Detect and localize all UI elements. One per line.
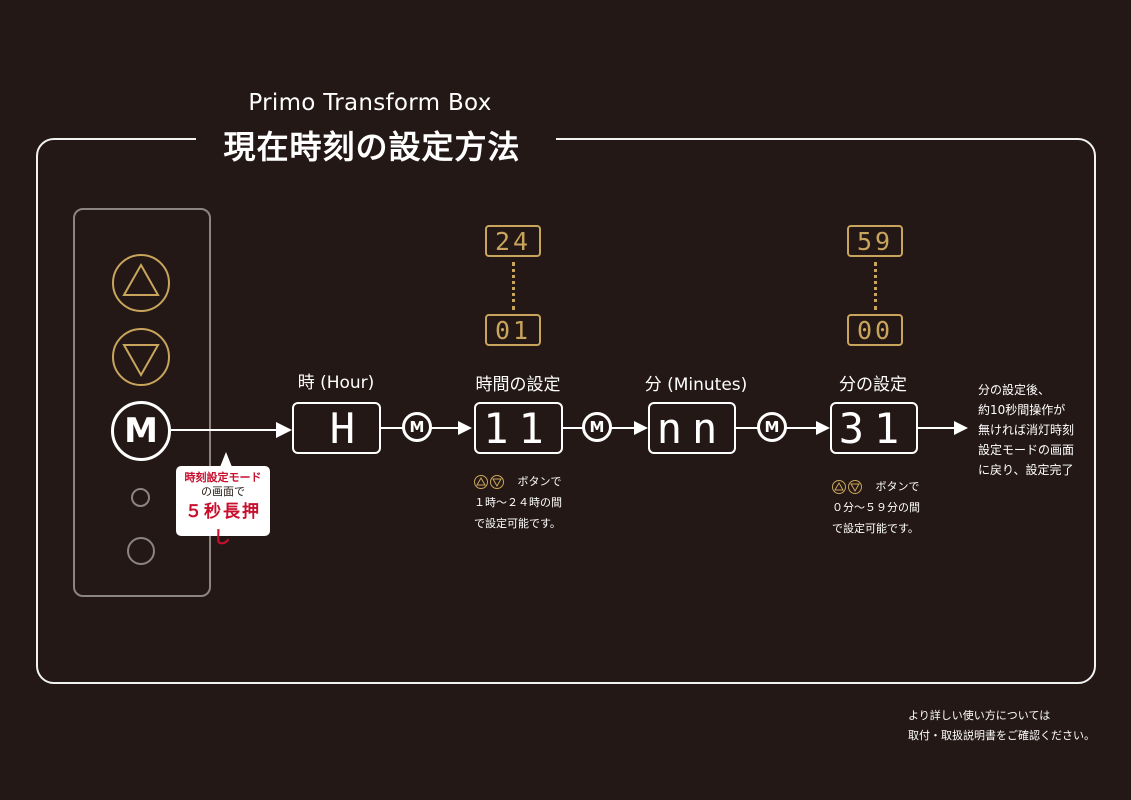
minute-note-line2: ０分～５９分の間: [832, 501, 920, 514]
hour-note-line2: １時～２４時の間: [474, 496, 562, 509]
step-minute-set-label: 分の設定: [839, 375, 907, 395]
m-icon-2: M: [582, 412, 612, 442]
minute-note-line1: ボタンで: [875, 480, 920, 493]
hour-max-display: 24: [485, 225, 541, 257]
completion-line2: 約10秒間操作が: [978, 403, 1066, 417]
hour-range-dots: [512, 262, 515, 310]
completion-line1: 分の設定後、: [978, 383, 1051, 397]
callout: 時刻設定モード の画面で ５秒長押し: [176, 466, 270, 548]
callout-screen: の画面で: [201, 485, 245, 498]
completion-line5: に戻り、設定完了: [978, 463, 1074, 477]
step-hour-label: 時 (Hour): [297, 373, 375, 393]
minutes-display: nn: [648, 402, 736, 454]
minute-min-display: 00: [847, 314, 903, 346]
footer-line2: 取付・取扱説明書をご確認ください。: [908, 729, 1095, 742]
triangle-down-icon: [848, 480, 862, 494]
completion-text: 分の設定後、 約10秒間操作が 無ければ消灯時刻 設定モードの画面 に戻り、設定…: [978, 380, 1088, 480]
footer-note: より詳しい使い方については 取付・取扱説明書をご確認ください。: [908, 706, 1118, 746]
m-icon-1: M: [402, 412, 432, 442]
step-minutes-label: 分 (Minutes): [644, 375, 748, 395]
minute-set-display-text: 31: [838, 403, 910, 453]
hour-note-line1: ボタンで: [517, 475, 562, 488]
page-title: 現在時刻の設定方法: [223, 128, 521, 166]
hour-min-display: 01: [485, 314, 541, 346]
minute-note-line3: で設定可能です。: [832, 522, 919, 535]
minute-max-display: 59: [847, 225, 903, 257]
callout-mode: 時刻設定モード: [184, 471, 262, 484]
m-icon-label: M: [589, 418, 605, 436]
hour-note: ボタンで １時～２４時の間 で設定可能です。: [474, 471, 614, 534]
down-button[interactable]: [112, 328, 170, 386]
hour-set-display-text: 11: [483, 403, 554, 453]
hour-display-text: H: [329, 403, 365, 453]
triangle-up-icon: [122, 262, 160, 296]
callout-hold: ５秒長押し: [185, 502, 261, 548]
m-icon-label: M: [764, 418, 780, 436]
minute-note: ボタンで ０分～５９分の間 で設定可能です。: [832, 476, 972, 539]
m-icon-3: M: [757, 412, 787, 442]
hour-display: H: [292, 402, 381, 454]
minute-set-display: 31: [830, 402, 918, 454]
remote-panel: [73, 208, 211, 597]
completion-line4: 設定モードの画面: [978, 443, 1075, 457]
up-button[interactable]: [112, 254, 170, 312]
triangle-up-icon: [474, 475, 488, 489]
title-gap: [196, 126, 556, 156]
m-button[interactable]: M: [111, 401, 171, 461]
m-icon-label: M: [409, 418, 425, 436]
callout-pointer: [220, 452, 232, 467]
footer-line1: より詳しい使い方については: [908, 709, 1051, 722]
m-button-label: M: [124, 411, 158, 451]
hour-set-display: 11: [474, 402, 563, 454]
outer-frame: [36, 138, 1096, 684]
triangle-down-icon: [490, 475, 504, 489]
minutes-display-text: nn: [656, 403, 728, 453]
triangle-up-icon: [832, 480, 846, 494]
indicator-large: [127, 537, 155, 565]
triangle-down-icon: [122, 344, 160, 378]
hour-note-line3: で設定可能です。: [474, 517, 561, 530]
minute-range-dots: [874, 262, 877, 310]
step-hour-set-label: 時間の設定: [475, 375, 561, 395]
completion-line3: 無ければ消灯時刻: [978, 423, 1075, 437]
product-name: Primo Transform Box: [248, 90, 492, 116]
indicator-small: [131, 488, 150, 507]
